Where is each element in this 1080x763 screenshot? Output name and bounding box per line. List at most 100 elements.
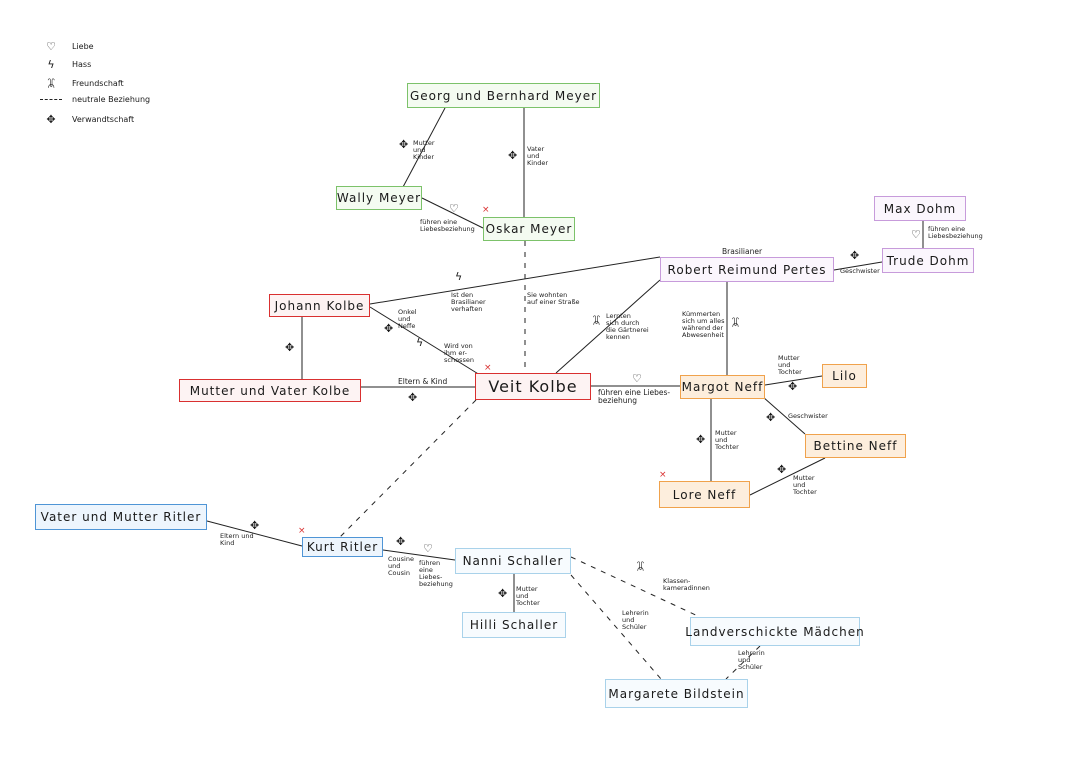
heart-icon: ♡ bbox=[911, 228, 921, 241]
legend-love: ♡ Liebe bbox=[40, 40, 94, 53]
legend-friendship: ꈠ Freundschaft bbox=[40, 76, 124, 91]
edge-ritler-kurt bbox=[206, 520, 303, 547]
friends-icon: ꈠ bbox=[636, 561, 645, 574]
label-ritler-kurt: Eltern und Kind bbox=[220, 532, 254, 547]
kinship-icon: ✥ bbox=[788, 380, 798, 393]
kinship-icon: ✥ bbox=[250, 519, 260, 532]
edge-johann-robert bbox=[369, 256, 661, 305]
node-margarete-bildstein[interactable]: Margarete Bildstein bbox=[605, 679, 748, 708]
label-margot-bettine: Geschwister bbox=[788, 412, 828, 420]
label-wally-oskar: führen eine Liebesbeziehung bbox=[420, 218, 475, 233]
heart-icon: ♡ bbox=[46, 40, 56, 53]
label-kurt-nanni-love: führen eine Liebes- beziehung bbox=[419, 559, 453, 588]
node-georg-bernhard-meyer[interactable]: Georg und Bernhard Meyer bbox=[407, 83, 600, 108]
node-trude-dohm[interactable]: Trude Dohm bbox=[882, 248, 974, 273]
label-johann-robert: Ist den Brasilianer verhaften bbox=[451, 291, 486, 313]
label-kurt-nanni-kinship: Cousine und Cousin bbox=[388, 555, 414, 577]
dashed-line-icon bbox=[40, 99, 62, 100]
edge-nanni-land bbox=[570, 556, 701, 618]
label-margot-lilo: Mutter und Tochter bbox=[778, 354, 802, 376]
kinship-icon: ✥ bbox=[396, 535, 406, 548]
node-eltern-ritler[interactable]: Vater und Mutter Ritler bbox=[35, 504, 207, 530]
label-veit-margot: führen eine Liebes- beziehung bbox=[598, 388, 671, 405]
cross-mark-icon: × bbox=[659, 470, 667, 480]
kinship-icon: ✥ bbox=[498, 587, 508, 600]
edge-georg-wally bbox=[402, 107, 446, 188]
edge-wally-oskar bbox=[421, 197, 484, 229]
label-bettine-lore: Mutter und Tochter bbox=[793, 474, 817, 496]
label-nanni-hilli: Mutter und Tochter bbox=[516, 585, 540, 607]
edge-kurt-nanni bbox=[382, 549, 456, 561]
cross-mark-icon: × bbox=[484, 363, 492, 373]
node-johann-kolbe[interactable]: Johann Kolbe bbox=[269, 294, 370, 317]
node-veit-kolbe[interactable]: Veit Kolbe bbox=[475, 373, 591, 400]
heart-icon: ♡ bbox=[449, 202, 459, 215]
label-eltern-veit: Eltern & Kind bbox=[398, 377, 448, 386]
label-georg-wally: Mutter und Kinder bbox=[413, 139, 435, 161]
label-georg-oskar: Vater und Kinder bbox=[527, 145, 548, 167]
legend-neutral-text: neutrale Beziehung bbox=[72, 95, 151, 104]
node-margot-neff[interactable]: Margot Neff bbox=[680, 375, 765, 399]
edge-land-marg bbox=[725, 645, 761, 680]
lightning-icon: ϟ bbox=[416, 336, 424, 349]
node-lore-neff[interactable]: Lore Neff bbox=[659, 481, 750, 508]
edge-robert-trude bbox=[833, 261, 883, 271]
kinship-icon: ✥ bbox=[384, 322, 394, 335]
edge-veit-robert bbox=[555, 279, 661, 374]
label-nanni-landverschickte: Klassen- kameradinnen bbox=[663, 577, 710, 592]
node-lilo[interactable]: Lilo bbox=[822, 364, 867, 388]
cross-mark-icon: × bbox=[482, 205, 490, 215]
kinship-icon: ✥ bbox=[46, 113, 56, 126]
legend-kinship-text: Verwandtschaft bbox=[72, 115, 135, 124]
label-veit-robert: Lernten sich durch die Gärtnerei kennen bbox=[606, 312, 649, 341]
kinship-icon: ✥ bbox=[766, 411, 776, 424]
node-nanni-schaller[interactable]: Nanni Schaller bbox=[455, 548, 571, 574]
edge-margot-bettine bbox=[762, 396, 806, 435]
node-wally-meyer[interactable]: Wally Meyer bbox=[336, 186, 422, 210]
node-oskar-meyer[interactable]: Oskar Meyer bbox=[483, 217, 575, 241]
legend-hate: ϟ Hass bbox=[40, 58, 91, 71]
kinship-icon: ✥ bbox=[777, 463, 787, 476]
kinship-icon: ✥ bbox=[399, 138, 409, 151]
label-robert-margot: Kümmerten sich um alles während der Abwe… bbox=[682, 310, 725, 339]
friends-icon: ꈠ bbox=[46, 78, 56, 91]
edge-nanni-marg bbox=[570, 574, 662, 680]
label-johann-veit-hate: Wird von ihm er- schossen bbox=[444, 342, 474, 364]
label-johann-veit-kinship: Onkel und Neffe bbox=[398, 308, 417, 330]
node-bettine-neff[interactable]: Bettine Neff bbox=[805, 434, 906, 458]
label-max-trude: führen eine Liebesbeziehung bbox=[928, 225, 983, 240]
label-robert-trude: Geschwister bbox=[840, 267, 880, 275]
kinship-icon: ✥ bbox=[285, 341, 295, 354]
heart-icon: ♡ bbox=[632, 372, 642, 385]
node-hilli-schaller[interactable]: Hilli Schaller bbox=[462, 612, 566, 638]
friends-icon: ꈠ bbox=[731, 317, 740, 330]
kinship-icon: ✥ bbox=[508, 149, 518, 162]
label-margot-lore: Mutter und Tochter bbox=[715, 429, 739, 451]
cross-mark-icon: × bbox=[298, 526, 306, 536]
legend-neutral: neutrale Beziehung bbox=[40, 95, 150, 104]
label-robert-brasilianer: Brasilianer bbox=[722, 247, 763, 256]
legend-hate-text: Hass bbox=[72, 60, 92, 69]
node-robert-reimund-pertes[interactable]: Robert Reimund Pertes bbox=[660, 257, 834, 282]
edge-margot-lilo bbox=[764, 375, 823, 386]
lightning-icon: ϟ bbox=[455, 270, 463, 283]
node-eltern-kolbe[interactable]: Mutter und Vater Kolbe bbox=[179, 379, 361, 402]
lightning-icon: ϟ bbox=[47, 58, 55, 71]
label-oskar-veit: Sie wohnten auf einer Straße bbox=[527, 291, 580, 306]
legend-friendship-text: Freundschaft bbox=[72, 79, 124, 88]
kinship-icon: ✥ bbox=[408, 391, 418, 404]
heart-icon: ♡ bbox=[423, 542, 433, 555]
legend-love-text: Liebe bbox=[72, 42, 94, 51]
label-landverschickte-margarete: Lehrerin und Schüler bbox=[738, 649, 765, 671]
node-max-dohm[interactable]: Max Dohm bbox=[874, 196, 966, 221]
edge-bettine-lore bbox=[749, 457, 826, 496]
kinship-icon: ✥ bbox=[850, 249, 860, 262]
kinship-icon: ✥ bbox=[696, 433, 706, 446]
legend-kinship: ✥ Verwandtschaft bbox=[40, 113, 134, 126]
label-nanni-margarete: Lehrerin und Schüler bbox=[622, 609, 649, 631]
edge-johann-veit bbox=[369, 306, 481, 376]
node-landverschickte-maedchen[interactable]: Landverschickte Mädchen bbox=[685, 617, 864, 646]
node-kurt-ritler[interactable]: Kurt Ritler bbox=[302, 537, 383, 557]
edge-veit-kurt bbox=[339, 399, 477, 538]
